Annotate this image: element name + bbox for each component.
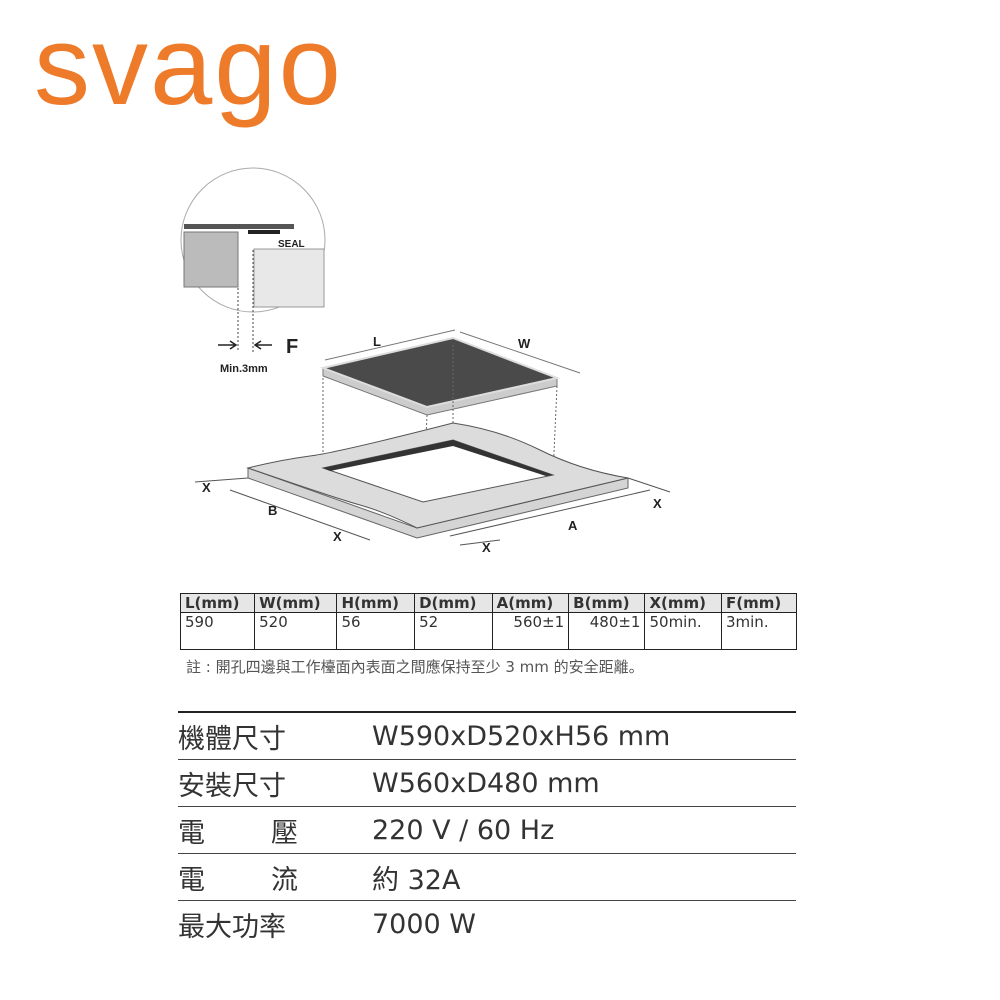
x-label-bottom-left: X bbox=[333, 529, 342, 544]
header-f: F(mm) bbox=[720, 593, 798, 613]
spec-row-current: 電流 約 32A bbox=[178, 854, 796, 901]
value-x: 50min. bbox=[644, 612, 722, 650]
brand-logo: svago bbox=[34, 3, 343, 128]
spec-label: 電壓 bbox=[178, 811, 298, 850]
value-f: 3min. bbox=[720, 612, 798, 650]
spec-value: 約 32A bbox=[372, 864, 461, 896]
x-label-bottom: X bbox=[482, 540, 491, 555]
spec-row-max-power: 最大功率 7000 W bbox=[178, 901, 796, 947]
header-d: D(mm) bbox=[414, 593, 493, 613]
header-x: X(mm) bbox=[644, 593, 722, 613]
installation-note: 註 : 開孔四邊與工作檯面內表面之間應保持至少 3 mm 的安全距離。 bbox=[186, 658, 644, 676]
dimensions-table: L(mm) W(mm) H(mm) D(mm) A(mm) B(mm) X(mm… bbox=[179, 593, 798, 650]
value-h: 56 bbox=[336, 612, 416, 650]
spec-row-voltage: 電壓 220 V / 60 Hz bbox=[178, 807, 796, 854]
countertop-cutout: X B X X A X bbox=[194, 422, 671, 555]
value-d: 52 bbox=[414, 612, 493, 650]
spec-label-part: 流 bbox=[271, 864, 298, 896]
x-label-left: X bbox=[202, 480, 211, 495]
header-h: H(mm) bbox=[336, 593, 416, 613]
b-label: B bbox=[268, 503, 277, 518]
spec-list: 機體尺寸 W590xD520xH56 mm 安裝尺寸 W560xD480 mm … bbox=[178, 711, 796, 947]
spec-label: 最大功率 bbox=[178, 911, 286, 943]
spec-value: 220 V / 60 Hz bbox=[372, 814, 555, 846]
header-w: W(mm) bbox=[254, 593, 338, 613]
spec-value: W560xD480 mm bbox=[372, 767, 600, 799]
min-gap-label: Min.3mm bbox=[220, 363, 268, 375]
value-w: 520 bbox=[254, 612, 338, 650]
seal-label: SEAL bbox=[278, 239, 305, 250]
a-label: A bbox=[568, 518, 578, 533]
header-a: A(mm) bbox=[491, 593, 570, 613]
value-b: 480±1 bbox=[568, 612, 646, 650]
spec-label-part: 電 bbox=[178, 864, 205, 896]
hob-illustration: L W bbox=[319, 329, 581, 416]
spec-row-install-size: 安裝尺寸 W560xD480 mm bbox=[178, 760, 796, 807]
l-label: L bbox=[373, 334, 381, 349]
spec-label: 安裝尺寸 bbox=[178, 770, 286, 802]
value-l: 590 bbox=[179, 612, 256, 650]
f-label: F bbox=[286, 336, 298, 358]
w-label: W bbox=[518, 336, 531, 351]
spec-value: W590xD520xH56 mm bbox=[372, 720, 671, 752]
spec-row-body-size: 機體尺寸 W590xD520xH56 mm bbox=[178, 713, 796, 760]
table-header-row: L(mm) W(mm) H(mm) D(mm) A(mm) B(mm) X(mm… bbox=[179, 593, 798, 613]
header-b: B(mm) bbox=[568, 593, 646, 613]
x-label-right: X bbox=[653, 496, 662, 511]
spec-label: 機體尺寸 bbox=[178, 723, 286, 755]
spec-label-part: 壓 bbox=[271, 817, 298, 849]
spec-label: 電流 bbox=[178, 858, 298, 897]
seal-detail-inset: SEAL F Min.3mm bbox=[180, 167, 326, 375]
installation-diagram: SEAL F Min.3mm L W X B X bbox=[180, 167, 671, 555]
spec-value: 7000 W bbox=[372, 908, 476, 940]
header-l: L(mm) bbox=[179, 593, 256, 613]
value-a: 560±1 bbox=[491, 612, 570, 650]
spec-label-part: 電 bbox=[178, 817, 205, 849]
table-row: 590 520 56 52 560±1 480±1 50min. 3min. bbox=[179, 612, 798, 650]
